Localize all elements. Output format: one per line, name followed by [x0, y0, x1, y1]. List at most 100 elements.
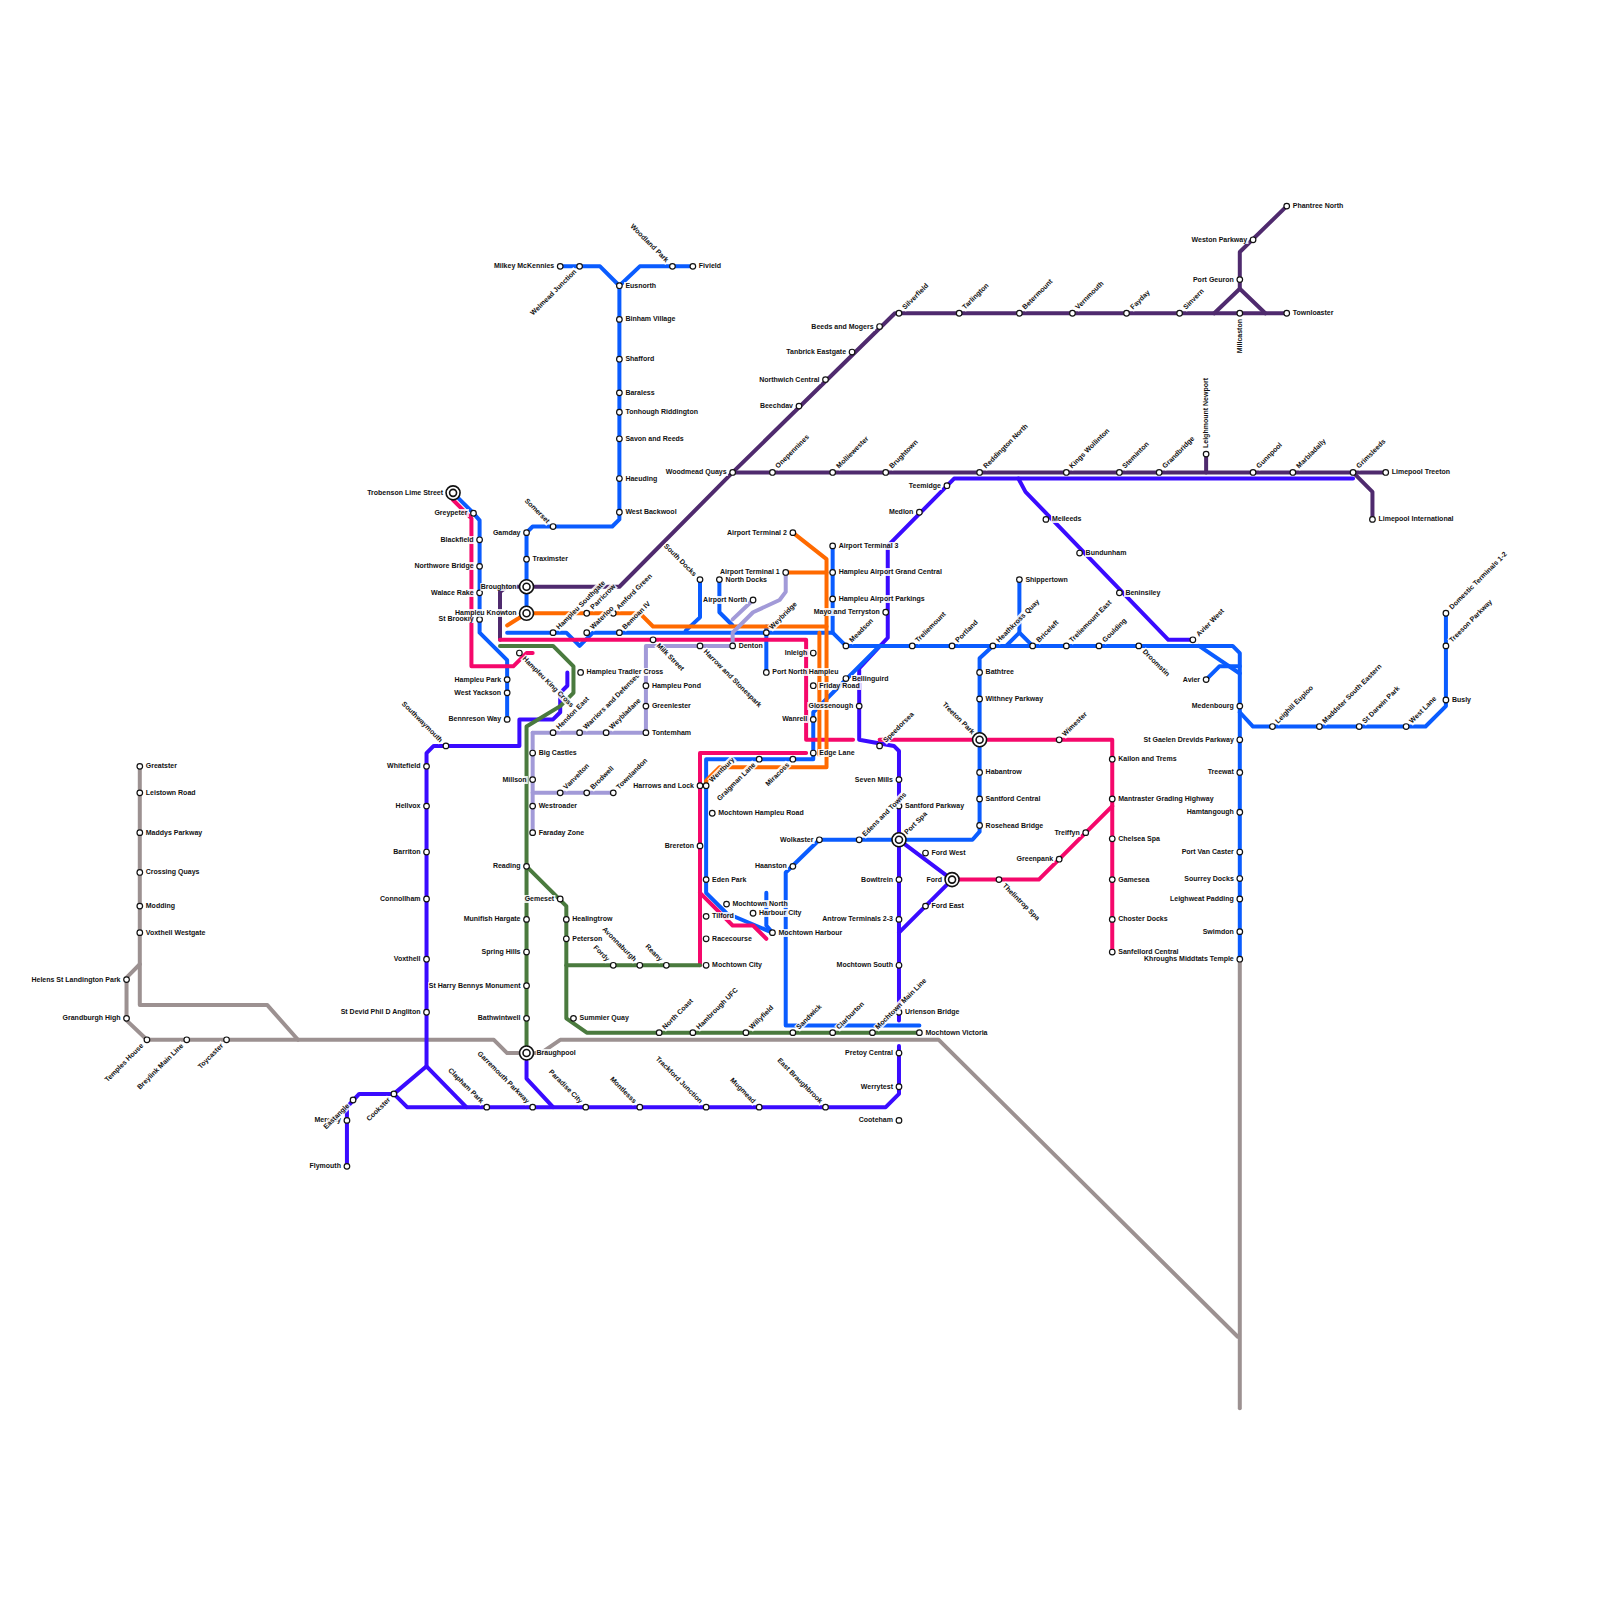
station-dot: [1370, 517, 1376, 523]
station-dot: [477, 590, 483, 596]
station-dot: [783, 570, 789, 576]
station-circle: [703, 914, 709, 920]
route-line: [507, 633, 1240, 960]
station-dot: [643, 683, 649, 689]
station-label: Betermount: [1021, 277, 1056, 312]
station-dot: [756, 1104, 762, 1110]
station-circle: [877, 743, 883, 749]
station-circle: [524, 983, 530, 989]
route-line: [140, 766, 298, 1039]
route-line: [888, 479, 1353, 546]
station-dot: [810, 683, 816, 689]
interchange-ring: [446, 486, 460, 500]
station-dot: [743, 1030, 749, 1036]
station-dot: [617, 317, 623, 323]
station-label: Fayday: [1128, 288, 1152, 312]
station-label: Bathtree: [985, 668, 1015, 676]
station-label: Bellinguird: [851, 675, 890, 683]
station-label: Somerset: [522, 496, 552, 526]
station-label: Bundunham: [1085, 549, 1128, 557]
station-dot: [603, 730, 609, 736]
station-dot: [530, 830, 536, 836]
station-dot: [790, 530, 796, 536]
station-circle: [643, 683, 649, 689]
route-line: [1018, 479, 1194, 640]
station-dot: [1109, 949, 1115, 955]
station-label: Sinvern: [1181, 287, 1206, 312]
station-dot: [1270, 724, 1276, 730]
route-line: [507, 533, 826, 627]
station-dot: [643, 730, 649, 736]
station-dot: [550, 730, 556, 736]
station-circle: [550, 730, 556, 736]
station-circle: [530, 803, 536, 809]
station-circle: [1370, 517, 1376, 523]
station-label: Pretoy Central: [844, 1049, 894, 1057]
station-dot: [1237, 703, 1243, 709]
station-circle: [750, 597, 756, 603]
station-label: Clapham Park: [445, 1066, 485, 1106]
station-label: Leighmount Newport: [1202, 377, 1210, 449]
station-circle: [790, 530, 796, 536]
station-label: Hamtangough: [1186, 808, 1235, 816]
station-label: Phantree North: [1292, 202, 1345, 210]
station-label: Leighweat Padding: [1169, 895, 1235, 903]
station-dot: [830, 470, 836, 476]
route-line: [1240, 613, 1446, 726]
station-label: Cookster: [364, 1095, 393, 1124]
station-circle: [709, 810, 715, 816]
station-label: Brodwell: [588, 764, 616, 792]
station-dot: [637, 1104, 643, 1110]
station-circle: [578, 670, 584, 676]
station-label: Baraless: [624, 389, 655, 397]
route-line: [831, 546, 835, 633]
station-label: Thelintrop Spa: [1000, 881, 1042, 923]
station-circle: [1117, 470, 1123, 476]
station-label: Toycaster: [195, 1041, 225, 1071]
station-dot: [883, 470, 889, 476]
station-dot: [750, 597, 756, 603]
station-circle: [557, 790, 563, 796]
station-circle: [756, 1104, 762, 1110]
station-label: Airport Terminal 3: [838, 542, 900, 550]
station-label: Gamesea: [1117, 876, 1150, 884]
interchange-ring: [520, 580, 534, 594]
station-label: Weston Parkway: [1191, 236, 1249, 244]
station-circle: [424, 764, 430, 770]
station-circle: [830, 1030, 836, 1036]
station-dot: [1117, 590, 1123, 596]
station-label: Glossenough: [807, 702, 854, 710]
route-line: [347, 1046, 899, 1166]
station-dot: [1043, 517, 1049, 523]
station-circle: [517, 650, 523, 656]
station-dot: [184, 1037, 190, 1043]
station-label: Munifish Hargate: [463, 915, 522, 923]
station-circle: [1083, 830, 1089, 836]
station-circle: [617, 476, 623, 482]
station-label: Hampleu King Cross: [521, 654, 577, 710]
station-label: Paradise City: [546, 1068, 584, 1106]
interchange-ring: [520, 1046, 534, 1060]
station-dot: [137, 903, 143, 909]
station-label: North Coast: [660, 996, 695, 1031]
interchange-ring: [945, 873, 959, 887]
station-dot: [610, 790, 616, 796]
station-circle: [184, 1037, 190, 1043]
station-dot: [1237, 849, 1243, 855]
station-dot: [1284, 203, 1290, 209]
station-dot: [224, 1037, 230, 1043]
station-label: Grandburgh High: [62, 1014, 122, 1022]
station-dot: [923, 903, 929, 909]
route-line: [533, 791, 614, 795]
route-line: [1199, 646, 1240, 674]
station-label: Harbour City: [758, 909, 802, 917]
station-dot: [877, 324, 883, 330]
station-label: Portland: [953, 618, 980, 645]
station-label: Kailon and Trems: [1117, 755, 1177, 763]
station-dot: [1177, 310, 1183, 316]
station-circle: [977, 770, 983, 776]
station-circle: [617, 436, 623, 442]
station-label: Beeds and Mogers: [810, 323, 874, 331]
station-circle: [770, 470, 776, 476]
station-dot: [517, 650, 523, 656]
